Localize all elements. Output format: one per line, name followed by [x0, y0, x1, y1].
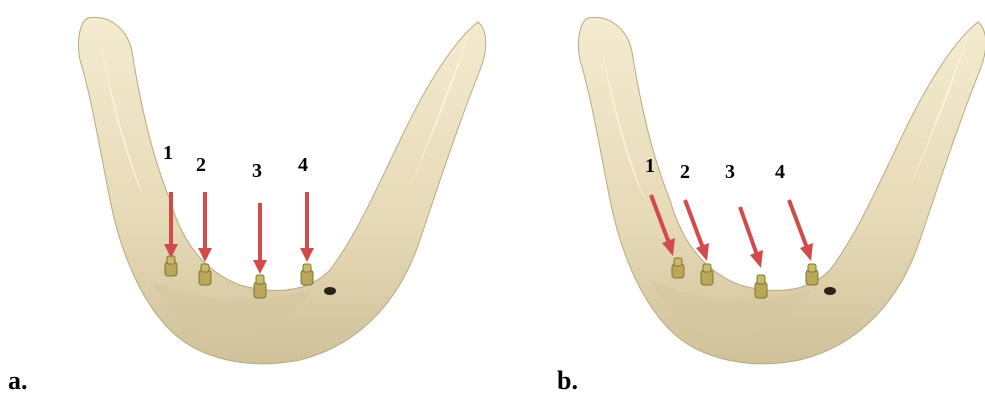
implant-2	[199, 264, 211, 285]
arrow-2	[198, 192, 212, 262]
implant-label-4: 4	[775, 162, 785, 182]
implant-label-3: 3	[725, 162, 735, 182]
figure-panel-a: 1 2 3 4 a.	[0, 0, 492, 397]
implant-3	[755, 275, 767, 298]
mandible-illustration-a	[0, 0, 492, 397]
mental-foramen	[324, 287, 336, 295]
implant-1	[672, 258, 684, 278]
implant-3	[254, 275, 266, 298]
arrow-4	[789, 200, 813, 261]
mandible-illustration-b	[493, 0, 985, 397]
implant-label-4: 4	[298, 155, 308, 175]
arrow-3	[740, 207, 763, 268]
implant-4	[806, 264, 818, 285]
figure-panel-b: 1 2 3 4 b.	[493, 0, 985, 397]
implant-label-3: 3	[252, 161, 262, 181]
implant-4	[301, 264, 313, 285]
implant-label-2: 2	[680, 162, 690, 182]
arrow-3	[253, 203, 267, 274]
implant-label-2: 2	[196, 155, 206, 175]
implant-1	[165, 256, 177, 276]
mental-foramen	[824, 287, 836, 295]
panel-letter-b: b.	[557, 368, 578, 394]
panel-letter-a: a.	[8, 368, 28, 394]
implant-label-1: 1	[163, 143, 173, 163]
arrow-4	[300, 192, 314, 262]
implant-2	[701, 264, 713, 285]
implant-label-1: 1	[645, 156, 655, 176]
